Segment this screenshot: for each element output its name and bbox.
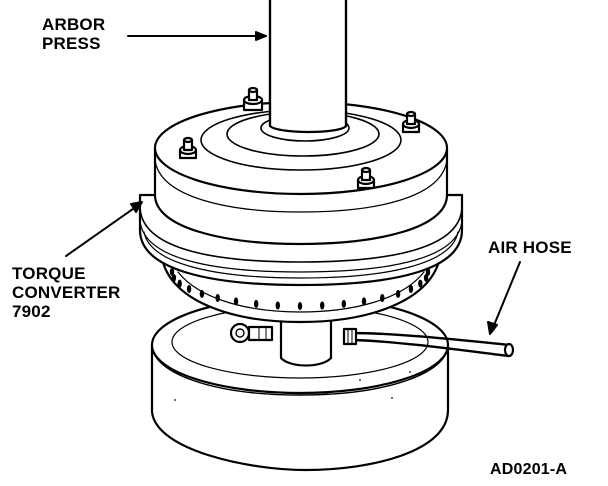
cooling-slot xyxy=(341,299,346,308)
cooling-slot xyxy=(177,279,182,288)
figure-id-label: AD0201-A xyxy=(490,461,568,478)
arbor-press-ram xyxy=(268,0,348,134)
arbor-press-label: ARBOR PRESS xyxy=(42,15,105,53)
cooling-slot xyxy=(395,289,401,298)
cooling-slot xyxy=(297,302,303,310)
cooling-slot xyxy=(320,301,325,310)
cooling-slot xyxy=(275,301,280,310)
converter-hub xyxy=(279,316,333,367)
cooling-slot xyxy=(254,299,259,308)
cooling-slot xyxy=(171,273,177,282)
cooling-slot xyxy=(233,297,239,306)
drain-plug xyxy=(229,322,274,344)
arbor-press-label-line-2: PRESS xyxy=(42,34,101,53)
torque-converter-label-line-1: TORQUE xyxy=(12,264,86,283)
air-hose xyxy=(342,327,515,358)
cover-studs xyxy=(178,86,421,190)
cooling-slot xyxy=(169,268,175,276)
torque-converter-label-line-2: CONVERTER xyxy=(12,283,121,302)
arbor-press-label-line-1: ARBOR xyxy=(42,15,106,34)
torque-converter-label: TORQUE CONVERTER 7902 xyxy=(12,264,121,321)
cooling-slot xyxy=(408,285,414,293)
cooling-slot xyxy=(423,273,429,282)
cooling-slot xyxy=(215,294,220,302)
cooling-slot xyxy=(186,285,192,293)
torque-converter-label-line-3: 7902 xyxy=(12,302,51,321)
cooling-slot xyxy=(380,294,385,302)
leader-lines xyxy=(65,31,521,335)
air-hose-label: AIR HOSE xyxy=(488,238,572,257)
cooling-slot xyxy=(361,297,367,306)
cooling-slot xyxy=(418,279,423,288)
cooling-slot xyxy=(199,289,205,298)
